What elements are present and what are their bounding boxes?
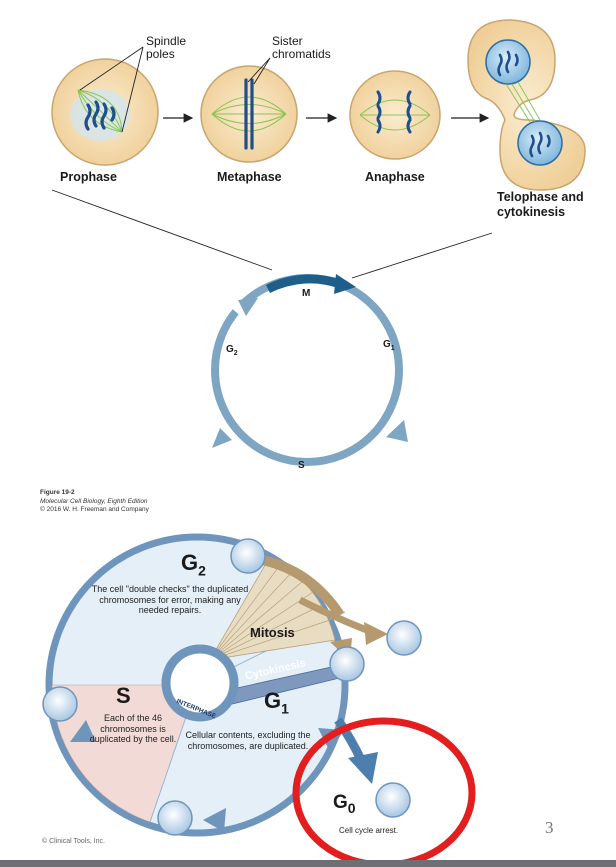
cell-cycle-wheel bbox=[42, 533, 422, 837]
anaphase-label: Anaphase bbox=[365, 170, 425, 184]
wheel-s-label: S bbox=[116, 683, 131, 708]
wheel-g2-text: The cell "double checks" the duplicated … bbox=[91, 584, 249, 615]
cycle-m-label: M bbox=[302, 288, 311, 299]
wheel-g0-text: Cell cycle arrest. bbox=[339, 826, 399, 835]
wheel-s-text: Each of the 46 chromosomes is duplicated… bbox=[89, 713, 177, 744]
wheel-g1-text: Cellular contents, excluding the chromos… bbox=[185, 730, 311, 751]
arrowhead-g1 bbox=[386, 420, 408, 442]
bottom-bar bbox=[0, 860, 616, 867]
spindle-poles-label: Spindle poles bbox=[146, 34, 187, 61]
page-number: 3 bbox=[545, 818, 554, 837]
cycle-ring bbox=[209, 274, 408, 466]
metaphase-cell bbox=[200, 65, 298, 163]
telophase-cells bbox=[467, 19, 586, 191]
connector-lines bbox=[51, 189, 493, 279]
prophase-cell bbox=[51, 58, 159, 166]
figure-caption: Figure 19-2 Molecular Cell Biology, Eigh… bbox=[40, 489, 149, 513]
arrowhead-m bbox=[334, 274, 356, 294]
sister-chromatid-callouts bbox=[247, 57, 271, 85]
arrowhead-g2 bbox=[238, 298, 258, 316]
prophase-label: Prophase bbox=[60, 170, 117, 184]
sister-chromatids-label: Sister chromatids bbox=[272, 34, 331, 61]
cycle-s-label: S bbox=[298, 460, 305, 471]
mitosis-label: Mitosis bbox=[250, 625, 295, 640]
metaphase-label: Metaphase bbox=[217, 170, 282, 184]
telophase-label: Telophase and cytokinesis bbox=[497, 190, 584, 219]
wheel-g2-label: G2 bbox=[181, 550, 206, 579]
wheel-g1-label: G1 bbox=[264, 688, 289, 717]
clinical-tools-credit: © Clinical Tools, Inc. bbox=[42, 838, 105, 845]
cycle-g1-label: G1 bbox=[383, 339, 395, 352]
cycle-g2-label: G2 bbox=[226, 344, 238, 357]
anaphase-cell bbox=[349, 70, 441, 160]
wheel-g0-label: G0 bbox=[333, 792, 356, 816]
spindle-pole-callouts bbox=[79, 46, 144, 133]
arrowhead-s bbox=[212, 428, 232, 448]
